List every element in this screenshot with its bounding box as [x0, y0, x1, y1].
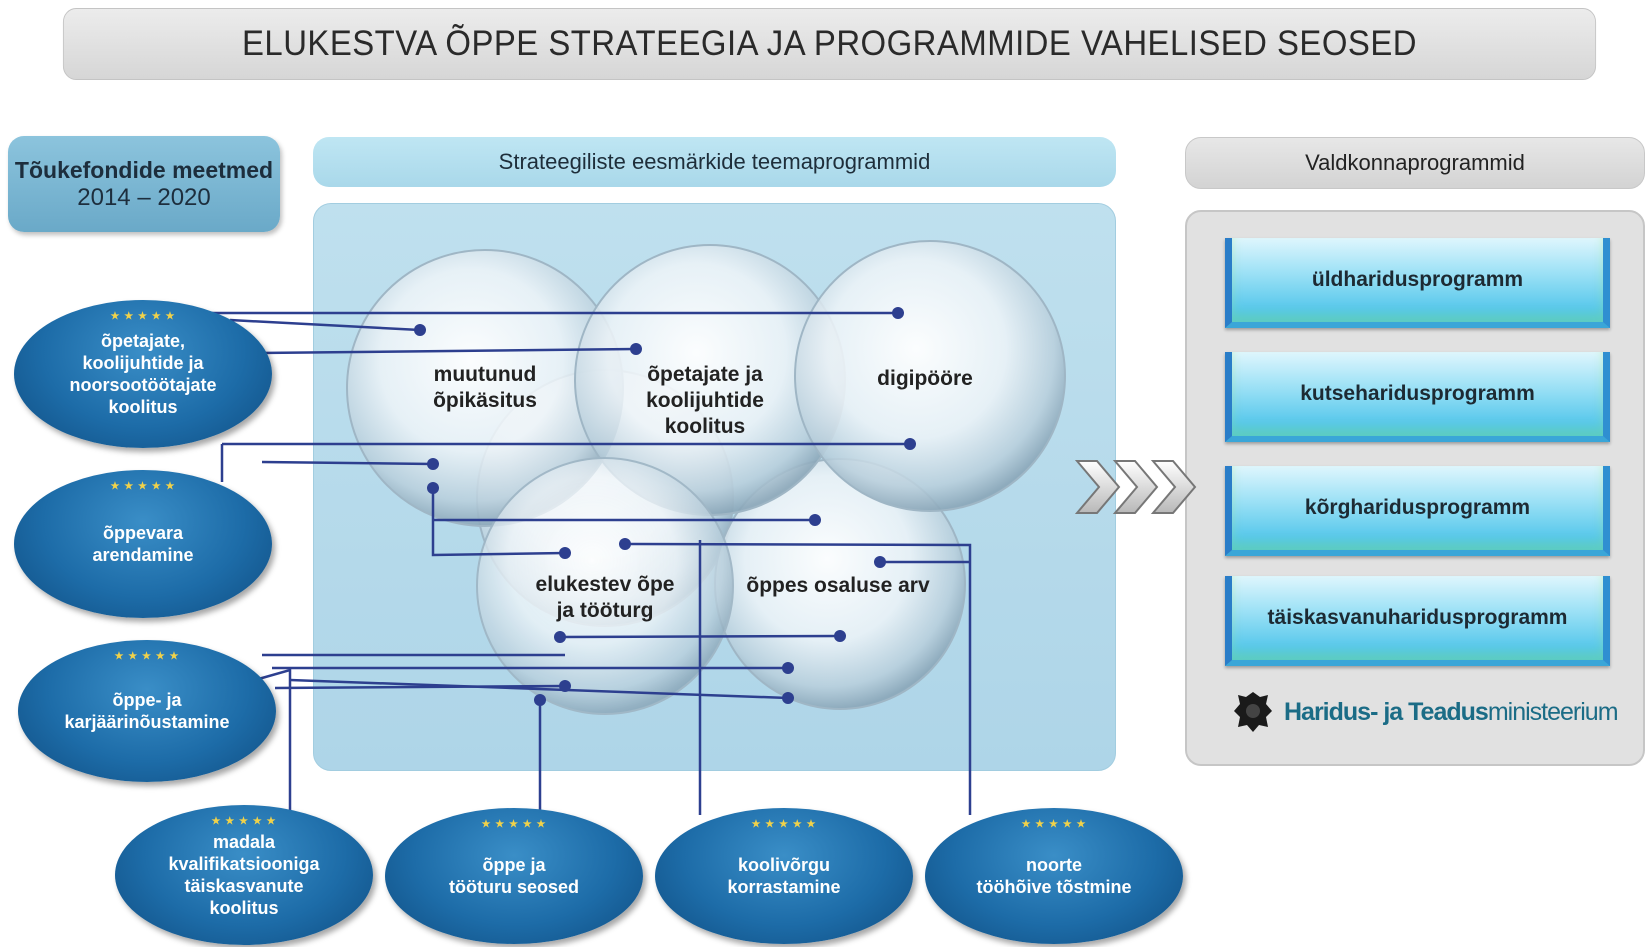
- funds-title: Tõukefondide meetmed: [14, 157, 274, 183]
- connector-lines: [195, 311, 972, 815]
- funds-header: Tõukefondide meetmed 2014 – 2020: [8, 136, 280, 232]
- program-general-education: üldharidusprogramm: [1225, 238, 1610, 328]
- bubble-label-digital-turn: digipööre: [877, 367, 973, 390]
- measure-low-qualified-adults: ★ ★ ★ ★ ★ madala kvalifikatsiooniga täis…: [115, 805, 373, 945]
- measure-education-labour-market: ★ ★ ★ ★ ★ õppe ja tööturu seosed: [385, 808, 643, 944]
- measure-youth-employment: ★ ★ ★ ★ ★ noorte tööhõive tõstmine: [925, 808, 1183, 944]
- measure-school-network: ★ ★ ★ ★ ★ koolivõrgu korrastamine: [655, 808, 913, 944]
- eu-stars-icon: ★ ★ ★ ★ ★: [1021, 819, 1087, 830]
- page-title: ELUKESTVA ÕPPE STRATEEGIA JA PROGRAMMIDE…: [62, 8, 1597, 80]
- connector-dots: [414, 307, 916, 706]
- measure-learning-materials: ★ ★ ★ ★ ★ õppevara arendamine: [14, 470, 272, 618]
- bubble-label-participation: õppes osaluse arv: [746, 574, 930, 597]
- bubble-label-changed-learning: muutunud õpikäsitus: [433, 363, 537, 412]
- bubble-lifelong-learning-front: [476, 457, 734, 715]
- funds-period: 2014 – 2020: [77, 184, 211, 211]
- program-higher-education: kõrgharidusprogramm: [1225, 466, 1610, 556]
- eu-stars-icon: ★ ★ ★ ★ ★: [751, 819, 817, 830]
- program-adult-education: täiskasvanuharidusprogramm: [1225, 576, 1610, 666]
- ministry-name: Haridus- ja Teadusministeerium: [1284, 697, 1619, 726]
- strategic-header: Strateegiliste eesmärkide teemaprogrammi…: [313, 137, 1116, 187]
- eu-stars-icon: ★ ★ ★ ★ ★: [110, 481, 176, 492]
- arrow-chevrons-icon: [1075, 460, 1197, 514]
- ministry-logo: Haridus- ja Teadusministeerium: [1230, 690, 1620, 734]
- eu-stars-icon: ★ ★ ★ ★ ★: [481, 819, 547, 830]
- ministry-crest-icon: [1234, 692, 1272, 732]
- measure-teacher-training: ★ ★ ★ ★ ★ õpetajate, koolijuhtide ja noo…: [14, 300, 272, 448]
- sector-header: Valdkonnaprogrammid: [1185, 137, 1645, 189]
- eu-stars-icon: ★ ★ ★ ★ ★: [211, 816, 277, 827]
- eu-stars-icon: ★ ★ ★ ★ ★: [114, 651, 180, 662]
- eu-stars-icon: ★ ★ ★ ★ ★: [110, 311, 176, 322]
- bubble-label-lifelong-learning: elukestev õpe ja tööturg: [535, 573, 675, 622]
- measure-career-counselling: ★ ★ ★ ★ ★ õppe- ja karjäärinõustamine: [18, 640, 276, 782]
- bubble-label-teacher-training: õpetajate ja koolijuhtide koolitus: [646, 363, 764, 438]
- program-vocational-education: kutseharidusprogramm: [1225, 352, 1610, 442]
